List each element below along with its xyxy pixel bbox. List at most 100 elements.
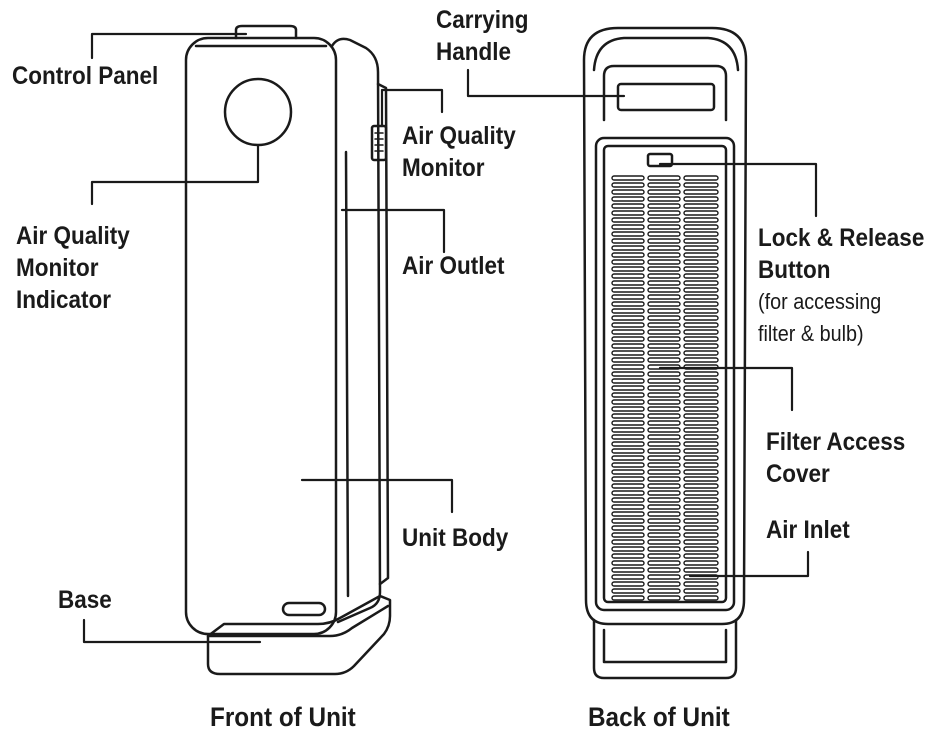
grille-slot — [647, 420, 681, 426]
grille-slot — [611, 217, 645, 223]
grille-slot — [647, 280, 681, 286]
grille-slot — [611, 399, 645, 405]
grille-slot — [683, 224, 719, 230]
grille-slot — [683, 294, 719, 300]
grille-slot — [683, 189, 719, 195]
grille-slot — [611, 567, 645, 573]
grille-slot — [683, 315, 719, 321]
grille-slot — [647, 350, 681, 356]
leader-lock-release — [658, 162, 818, 218]
label-filter-cover-line1: Filter Access — [766, 428, 906, 456]
grille-slot — [683, 203, 719, 209]
grille-slot — [683, 273, 719, 279]
leader-lines — [82, 32, 818, 644]
grille-slot — [647, 581, 681, 587]
grille-slot — [611, 455, 645, 461]
grille-slot — [611, 287, 645, 293]
grille-slot — [611, 595, 645, 601]
grille-slot — [647, 595, 681, 601]
grille-slot — [611, 441, 645, 447]
grille-slot — [611, 518, 645, 524]
grille-slot — [647, 336, 681, 342]
grille-slot — [611, 581, 645, 587]
grille-slot — [683, 476, 719, 482]
aqm-sensor — [370, 124, 388, 162]
grille-slot — [647, 539, 681, 545]
grille-slot — [611, 553, 645, 559]
grille-slot — [611, 224, 645, 230]
label-filter-cover: Filter Access Cover — [766, 426, 905, 490]
grille-slot — [683, 546, 719, 552]
grille-slot — [683, 287, 719, 293]
carrying-handle — [602, 64, 728, 122]
grille-slot — [683, 595, 719, 601]
grille-slot — [611, 336, 645, 342]
grille-slot — [683, 504, 719, 510]
grille-slot — [611, 203, 645, 209]
grille-slot — [611, 378, 645, 384]
caption-front-of-unit: Front of Unit — [210, 702, 356, 732]
front-slot — [281, 601, 327, 617]
grille-slot — [611, 392, 645, 398]
label-aqm: Air Quality Monitor — [402, 120, 516, 184]
grille-slot — [647, 357, 681, 363]
grille-slot — [647, 301, 681, 307]
grille-slot — [647, 574, 681, 580]
grille-slot — [611, 385, 645, 391]
grille-slot — [611, 448, 645, 454]
grille-slot — [683, 560, 719, 566]
grille-slot — [683, 301, 719, 307]
front-body — [184, 36, 338, 636]
grille-slot — [611, 532, 645, 538]
grille-slot — [683, 238, 719, 244]
grille-slot — [647, 329, 681, 335]
grille-slot — [647, 392, 681, 398]
grille-slot — [647, 546, 681, 552]
label-lock-release-line2: Button — [758, 256, 831, 284]
grille-slot — [647, 399, 681, 405]
grille-slot — [611, 210, 645, 216]
grille-slot — [647, 287, 681, 293]
leader-unit-body — [300, 478, 454, 514]
front-side-panel — [330, 37, 382, 624]
label-carrying-handle-line2: Handle — [436, 38, 512, 66]
grille-slot — [647, 238, 681, 244]
leader-control-panel — [90, 32, 248, 60]
grille-slot — [683, 490, 719, 496]
grille-slot — [647, 441, 681, 447]
grille-slot — [611, 588, 645, 594]
grille-slot — [647, 245, 681, 251]
filter-access-cover — [594, 136, 736, 612]
grille-slot — [647, 203, 681, 209]
grille-slot — [683, 308, 719, 314]
grille-slot — [611, 511, 645, 517]
grille-slot — [647, 252, 681, 258]
grille-slot — [683, 427, 719, 433]
grille-slot — [683, 245, 719, 251]
label-air-inlet: Air Inlet — [766, 516, 850, 544]
label-air-outlet: Air Outlet — [402, 252, 505, 280]
grille-slot — [647, 182, 681, 188]
grille-slot — [647, 273, 681, 279]
grille-slot — [647, 378, 681, 384]
label-lock-release-note: (for accessing filter & bulb) — [758, 286, 881, 350]
grille-slot — [647, 210, 681, 216]
grille-slot — [611, 462, 645, 468]
label-unit-body: Unit Body — [402, 524, 509, 552]
grille-slot — [647, 343, 681, 349]
grille-slot — [611, 504, 645, 510]
label-aqm-indicator: Air Quality Monitor Indicator — [16, 220, 130, 316]
grille-slot — [647, 315, 681, 321]
grille-slot — [647, 371, 681, 377]
grille-slot — [683, 371, 719, 377]
label-aqm-indicator-line3: Indicator — [16, 286, 112, 314]
grille-slot — [647, 196, 681, 202]
grille-slot — [683, 413, 719, 419]
grille-slot — [611, 329, 645, 335]
label-aqm-indicator-line2: Monitor — [16, 254, 99, 282]
grille-slot — [611, 469, 645, 475]
grille-slot — [683, 448, 719, 454]
grille-slot — [683, 469, 719, 475]
grille-slot — [683, 420, 719, 426]
grille-slot — [611, 189, 645, 195]
